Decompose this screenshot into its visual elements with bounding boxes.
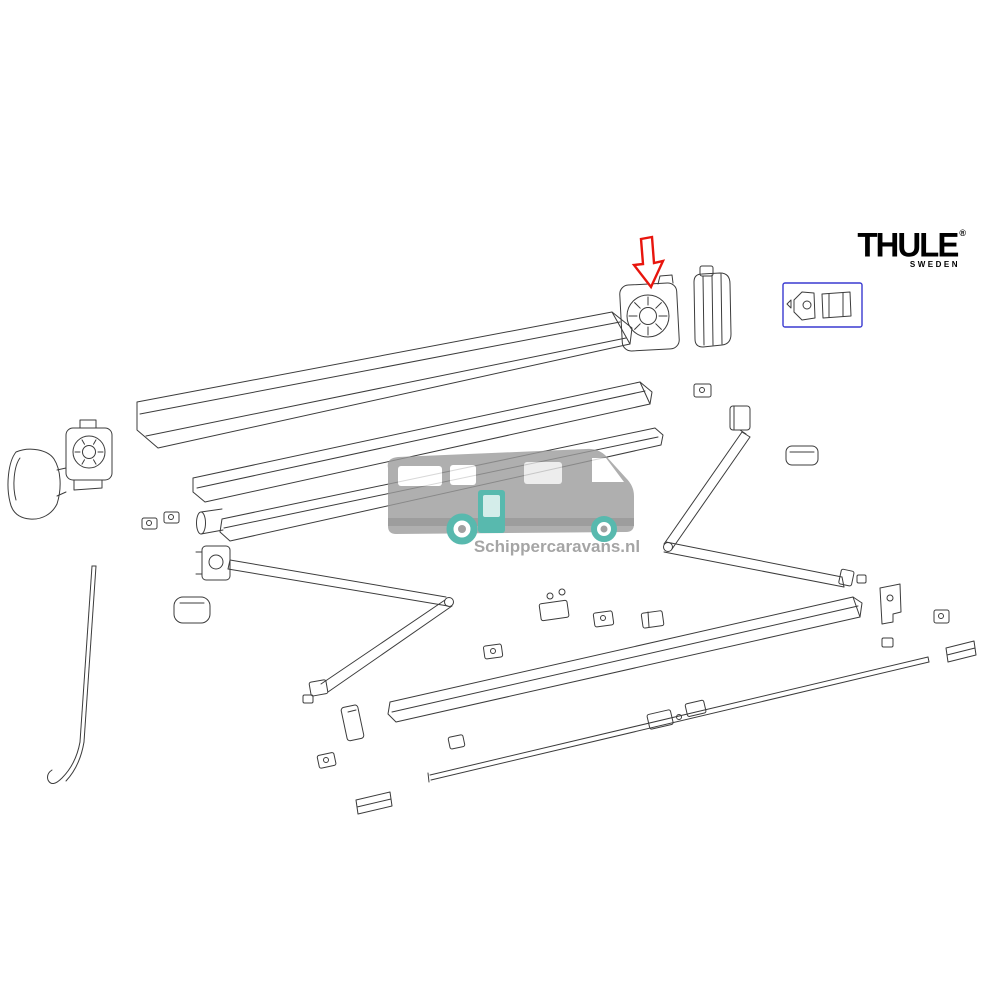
brand-country-text: SWEDEN	[909, 260, 960, 269]
brand-logo: THULE ® SWEDEN	[857, 225, 966, 269]
watermark-window	[450, 465, 476, 485]
watermark-front-hub	[600, 525, 608, 533]
watermark-skirt	[388, 518, 634, 526]
mounting-clips	[316, 583, 977, 815]
spring-arm-left	[173, 545, 454, 704]
bracket-kit-boxed	[782, 282, 863, 328]
tension-rafter	[427, 656, 930, 783]
watermark-motorhome-body	[387, 448, 634, 534]
spring-arm-right	[663, 383, 867, 588]
watermark-rear-hub	[458, 525, 466, 533]
watermark-window	[524, 462, 562, 484]
watermark-text: Schippercaravans.nl	[474, 537, 640, 556]
roller-end-clips	[141, 511, 180, 530]
highlight-arrow	[631, 235, 666, 290]
registered-trademark-icon: ®	[959, 228, 966, 238]
left-end-cap	[7, 448, 67, 520]
brand-logo-text: THULE	[857, 225, 959, 264]
watermark-window	[398, 466, 442, 486]
lead-rail	[340, 596, 863, 742]
watermark: Schippercaravans.nl	[387, 448, 640, 556]
watermark-windshield	[592, 458, 624, 482]
case-top-profile	[136, 311, 633, 449]
bracket-kit-parts	[786, 291, 852, 321]
crank-rod	[47, 565, 97, 784]
left-gear-mechanism	[65, 419, 113, 491]
watermark-door-window	[483, 495, 500, 517]
end-cap-cover	[693, 265, 732, 348]
selection-box	[782, 282, 863, 328]
case-front-profile	[192, 381, 653, 503]
